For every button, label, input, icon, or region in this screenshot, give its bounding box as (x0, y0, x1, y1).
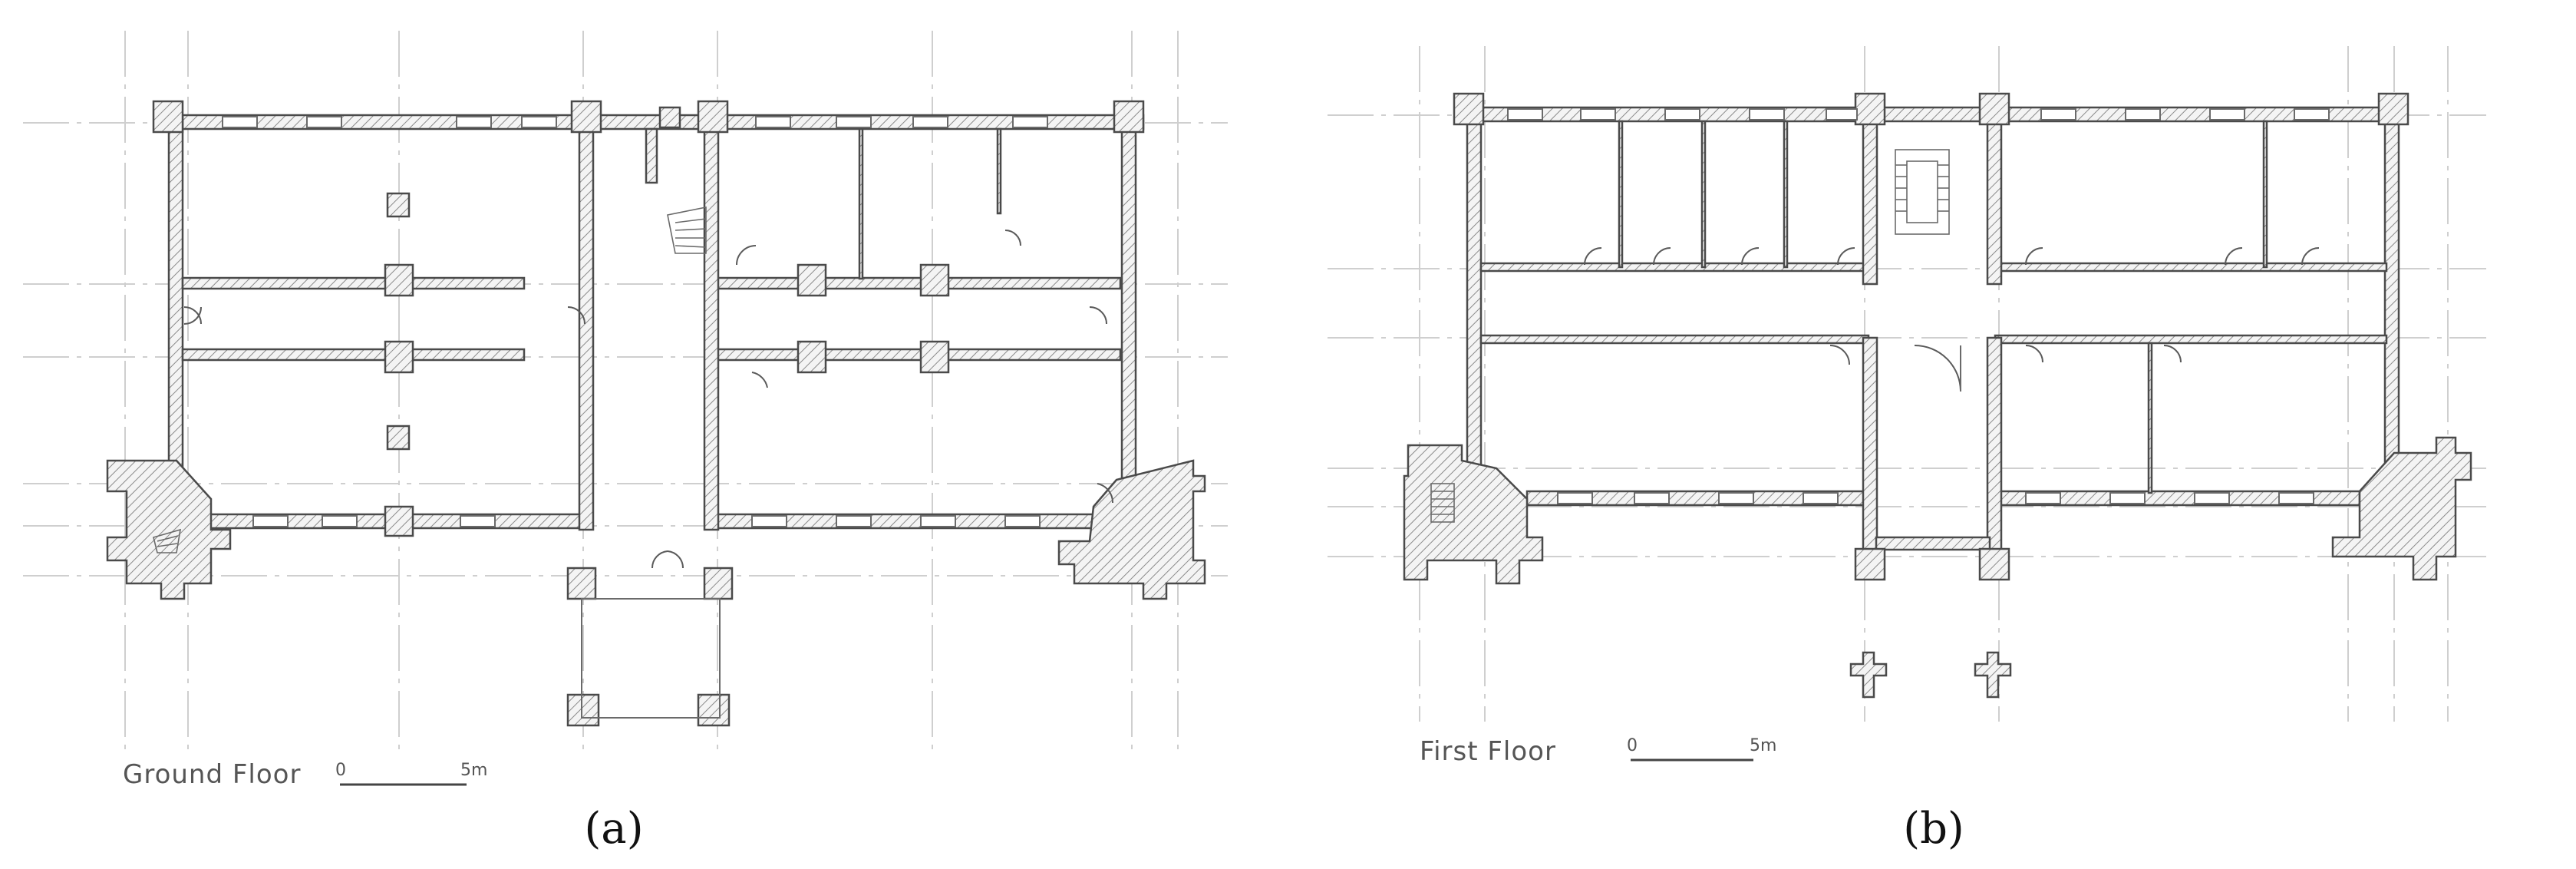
first-floor-plan: 0 5m First Floor (b) (1328, 46, 2486, 854)
ground-floor-stair (153, 207, 707, 553)
scale-end-label: 5m (1750, 736, 1776, 755)
first-floor-grid-lines (1328, 46, 2486, 722)
ground-floor-scale: 0 5m (335, 761, 487, 786)
panel-label-a: (a) (584, 804, 643, 854)
first-floor-title: First Floor (1420, 736, 1556, 767)
ground-floor-grid-lines (23, 31, 1228, 752)
ground-floor-doors (183, 230, 1114, 569)
scale-end-label: 5m (460, 761, 487, 780)
ground-floor-windows (222, 116, 1048, 527)
scale-start-label: 0 (1627, 736, 1638, 755)
panel-label-b: (b) (1903, 804, 1964, 854)
ground-floor-walls (106, 100, 1206, 727)
scale-start-label: 0 (335, 761, 346, 780)
first-floor-scale: 0 5m (1627, 736, 1776, 762)
first-floor-stair (1430, 149, 1950, 523)
first-floor-doors (1584, 247, 2320, 392)
ground-floor-plan: 0 5m Ground Floor (a) (23, 31, 1228, 854)
first-floor-walls (1403, 92, 2472, 699)
ground-floor-title: Ground Floor (123, 759, 301, 790)
first-floor-windows (1507, 108, 2330, 504)
